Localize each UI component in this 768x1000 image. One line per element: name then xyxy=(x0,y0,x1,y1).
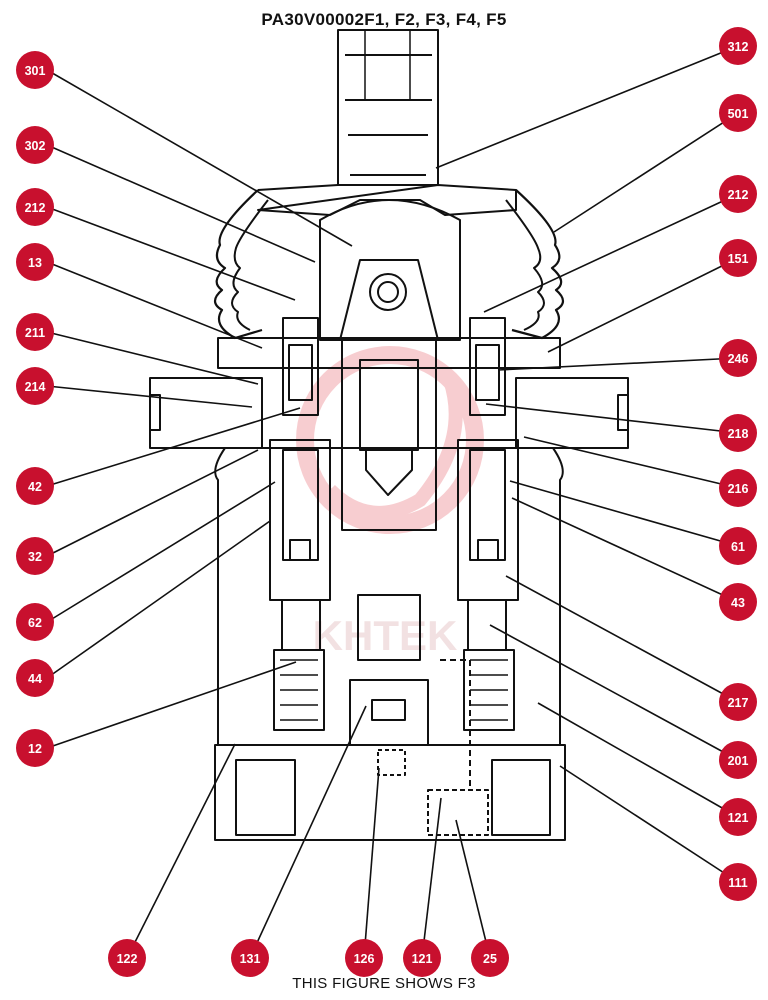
callout-label: 32 xyxy=(28,550,42,564)
callout-badge-131: 131 xyxy=(231,939,269,977)
leader-line-121-bottom xyxy=(421,797,442,959)
callout-label: 43 xyxy=(731,596,745,610)
leader-line-13 xyxy=(46,261,263,349)
callout-badge-151: 151 xyxy=(719,239,757,277)
watermark-text: KHTEK xyxy=(313,612,458,659)
callout-badge-111: 111 xyxy=(719,863,757,901)
stem-shaft xyxy=(337,29,439,186)
callout-badge-32: 32 xyxy=(16,537,54,575)
callout-badge-121-right: 121 xyxy=(719,798,757,836)
leader-line-214 xyxy=(46,385,253,408)
callout-label: 62 xyxy=(28,616,42,630)
callout-label: 214 xyxy=(25,380,46,394)
diagram-title: PA30V00002F1, F2, F3, F4, F5 xyxy=(261,10,507,29)
callout-label: 302 xyxy=(25,139,46,153)
callout-badge-211: 211 xyxy=(16,313,54,351)
leader-line-217 xyxy=(505,575,739,703)
callout-badge-201: 201 xyxy=(719,741,757,779)
callout-label: 212 xyxy=(25,201,46,215)
leader-line-44 xyxy=(46,520,271,679)
callout-label: 42 xyxy=(28,480,42,494)
callout-label: 246 xyxy=(728,352,749,366)
leader-line-212-right xyxy=(483,193,739,313)
callout-label: 122 xyxy=(117,952,138,966)
callout-badge-12: 12 xyxy=(16,729,54,767)
callout-label: 44 xyxy=(28,672,42,686)
leader-line-312 xyxy=(435,45,739,169)
leader-line-501 xyxy=(553,112,739,233)
callout-badge-122: 122 xyxy=(108,939,146,977)
callout-badge-301: 301 xyxy=(16,51,54,89)
leader-line-126 xyxy=(363,767,380,959)
callout-badges: 301 302 212 13 211 214 42 32 62 44 12 31… xyxy=(16,27,757,977)
leader-line-151 xyxy=(547,257,739,353)
callout-badge-62: 62 xyxy=(16,603,54,641)
right-flange xyxy=(515,377,629,449)
stem-lines xyxy=(345,54,432,176)
callout-badge-217: 217 xyxy=(719,683,757,721)
callout-label: 121 xyxy=(412,952,433,966)
leader-line-246 xyxy=(497,357,739,371)
leader-line-32 xyxy=(46,449,259,557)
callout-label: 126 xyxy=(354,952,375,966)
leader-line-121-right xyxy=(537,702,739,818)
leader-line-216 xyxy=(523,436,739,489)
callout-badge-216: 216 xyxy=(719,469,757,507)
callout-badge-212-right: 212 xyxy=(719,175,757,213)
callout-badge-61: 61 xyxy=(719,527,757,565)
leader-lines xyxy=(46,45,739,959)
callout-label: 501 xyxy=(728,107,749,121)
callout-badge-312: 312 xyxy=(719,27,757,65)
leader-line-211 xyxy=(46,331,259,385)
callout-badge-501: 501 xyxy=(719,94,757,132)
callout-label: 217 xyxy=(728,696,749,710)
leader-line-302 xyxy=(46,144,316,263)
leader-line-25 xyxy=(455,819,491,959)
leader-line-42 xyxy=(46,407,301,487)
callout-label: 121 xyxy=(728,811,749,825)
callout-label: 201 xyxy=(728,754,749,768)
diagram-caption: THIS FIGURE SHOWS F3 xyxy=(292,975,476,992)
callout-label: 212 xyxy=(728,188,749,202)
callout-badge-44: 44 xyxy=(16,659,54,697)
leader-line-61 xyxy=(509,480,739,547)
leader-line-12 xyxy=(46,661,297,749)
leader-line-111 xyxy=(559,765,739,883)
callout-badge-246: 246 xyxy=(719,339,757,377)
callout-label: 218 xyxy=(728,427,749,441)
callout-badge-42: 42 xyxy=(16,467,54,505)
callout-label: 301 xyxy=(25,64,46,78)
callout-badge-302: 302 xyxy=(16,126,54,164)
callout-badge-25: 25 xyxy=(471,939,509,977)
leader-line-122 xyxy=(126,743,236,959)
callout-label: 111 xyxy=(728,876,748,890)
leader-line-201 xyxy=(489,624,739,761)
callout-label: 216 xyxy=(728,482,749,496)
callout-badge-212-left: 212 xyxy=(16,188,54,226)
callout-badge-218: 218 xyxy=(719,414,757,452)
callout-label: 61 xyxy=(731,540,745,554)
callout-label: 151 xyxy=(728,252,749,266)
leader-line-62 xyxy=(46,481,276,623)
callout-badge-43: 43 xyxy=(719,583,757,621)
callout-badge-13: 13 xyxy=(16,243,54,281)
callout-label: 13 xyxy=(28,256,42,270)
leader-line-131 xyxy=(249,705,367,959)
leader-line-218 xyxy=(485,403,739,434)
leader-line-43 xyxy=(511,497,739,603)
valve-body xyxy=(149,29,629,841)
callout-label: 312 xyxy=(728,40,749,54)
leader-line-301 xyxy=(46,69,353,247)
callout-label: 25 xyxy=(483,952,497,966)
callout-badge-121-bottom: 121 xyxy=(403,939,441,977)
callout-label: 12 xyxy=(28,742,42,756)
leader-line-212-left xyxy=(46,206,296,301)
callout-badge-126: 126 xyxy=(345,939,383,977)
callout-label: 131 xyxy=(240,952,261,966)
callout-label: 211 xyxy=(25,326,45,340)
callout-badge-214: 214 xyxy=(16,367,54,405)
